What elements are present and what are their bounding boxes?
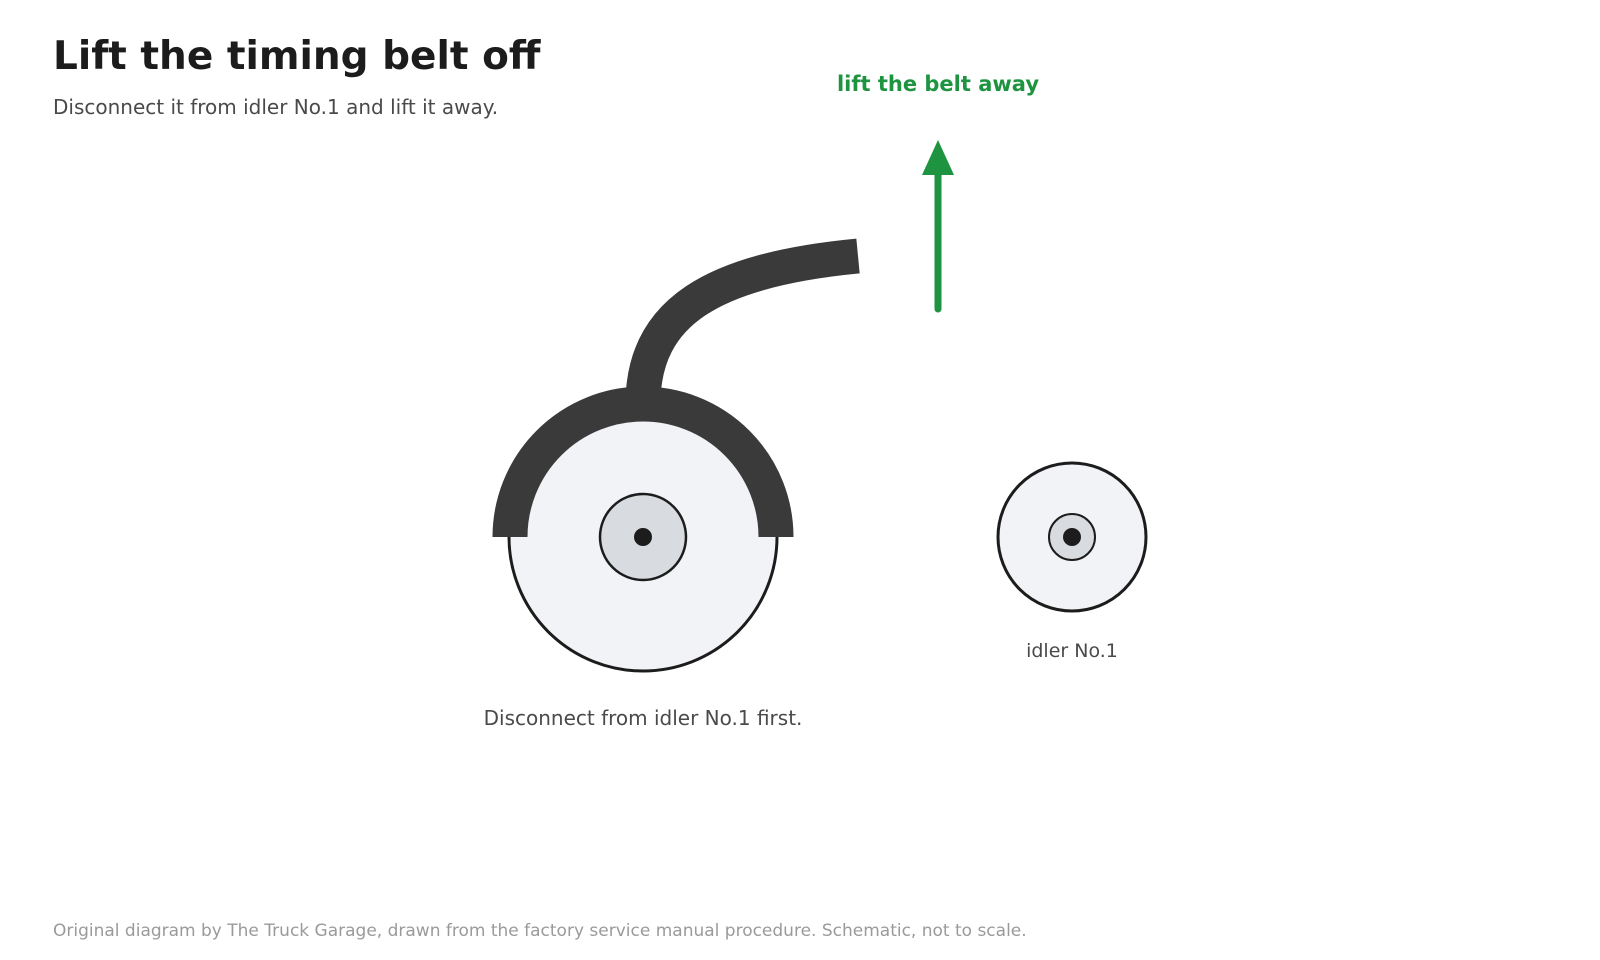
idler-axle <box>1063 528 1081 546</box>
footer-credit: Original diagram by The Truck Garage, dr… <box>53 921 1027 941</box>
idler-label: idler No.1 <box>1026 640 1118 662</box>
main-pulley <box>507 401 779 673</box>
idler-no1 <box>996 461 1148 613</box>
lift-arrow <box>922 140 954 313</box>
page-title: Lift the timing belt off <box>53 34 541 79</box>
main-pulley-caption: Disconnect from idler No.1 first. <box>484 706 803 730</box>
lift-arrow-head <box>922 140 954 175</box>
timing-belt-lifted-end <box>625 238 860 405</box>
page-subtitle: Disconnect it from idler No.1 and lift i… <box>53 95 499 119</box>
lift-arrow-label: lift the belt away <box>837 72 1039 96</box>
main-pulley-axle <box>634 528 652 546</box>
timing-belt <box>492 238 860 538</box>
